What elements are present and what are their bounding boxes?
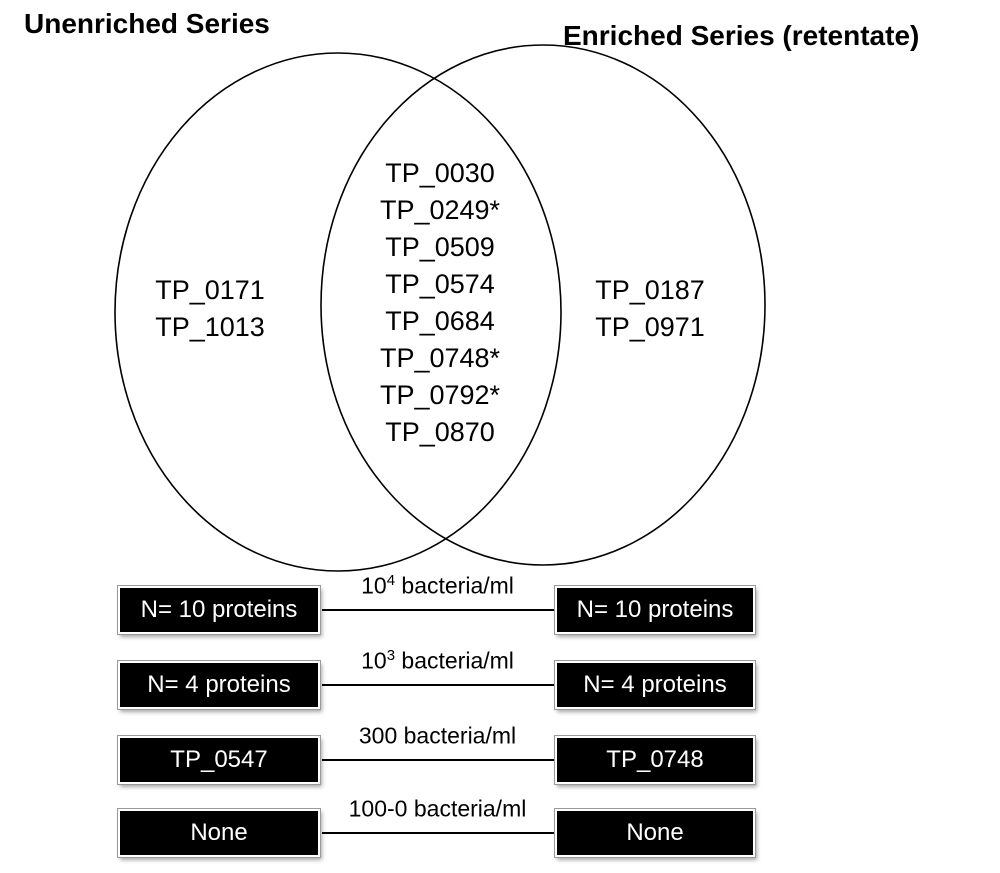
protein-label: TP_0792* — [379, 380, 501, 410]
connector-line — [322, 832, 555, 834]
protein-label: TP_0171 — [155, 275, 265, 305]
right-series-title: Enriched Series (retentate) — [563, 20, 920, 51]
unenriched-result-box: N= 10 proteins — [117, 585, 321, 635]
protein-label: TP_1013 — [155, 312, 265, 342]
concentration-base: 100-0 — [348, 795, 408, 822]
concentration-base: 10 — [361, 647, 387, 674]
concentration-label: 104 bacteria/ml — [310, 572, 565, 600]
left-only-proteins: TP_0171 TP_1013 — [120, 272, 300, 346]
left-series-title: Unenriched Series — [24, 8, 270, 39]
protein-label: TP_0574 — [385, 269, 495, 299]
concentration-unit: bacteria/ml — [395, 647, 514, 674]
concentration-label: 100-0 bacteria/ml — [310, 795, 565, 823]
protein-label: TP_0249* — [379, 195, 501, 225]
concentration-label: 103 bacteria/ml — [310, 647, 565, 675]
protein-label: TP_0748* — [379, 343, 501, 373]
concentration-exponent: 4 — [386, 572, 396, 589]
connector-line — [322, 609, 555, 611]
unenriched-result-box: TP_0547 — [117, 735, 321, 785]
concentration-exponent: 3 — [386, 647, 396, 664]
intersection-proteins: TP_0030 TP_0249* TP_0509 TP_0574 TP_0684… — [340, 155, 540, 451]
unenriched-result-box: None — [117, 808, 321, 858]
connector-line — [322, 759, 555, 761]
concentration-unit: bacteria/ml — [407, 795, 527, 822]
concentration-label: 300 bacteria/ml — [310, 722, 565, 750]
right-only-proteins: TP_0187 TP_0971 — [560, 272, 740, 346]
protein-label: TP_0971 — [595, 312, 705, 342]
protein-label: TP_0509 — [385, 232, 495, 262]
connector-line — [322, 684, 555, 686]
enriched-result-box: None — [554, 808, 756, 858]
protein-label: TP_0684 — [385, 306, 495, 336]
protein-label: TP_0870 — [385, 417, 495, 447]
protein-label: TP_0187 — [595, 275, 705, 305]
venn-ellipses — [114, 44, 766, 572]
protein-label: TP_0030 — [385, 158, 495, 188]
concentration-base: 10 — [361, 572, 387, 599]
enriched-result-box: N= 4 proteins — [554, 660, 756, 710]
concentration-base: 300 — [358, 722, 398, 749]
concentration-unit: bacteria/ml — [395, 572, 514, 599]
enriched-result-box: TP_0748 — [554, 735, 756, 785]
unenriched-result-box: N= 4 proteins — [117, 660, 321, 710]
enriched-result-box: N= 10 proteins — [554, 585, 756, 635]
right-ellipse — [320, 44, 766, 566]
left-ellipse — [114, 52, 562, 572]
concentration-unit: bacteria/ml — [397, 722, 517, 749]
